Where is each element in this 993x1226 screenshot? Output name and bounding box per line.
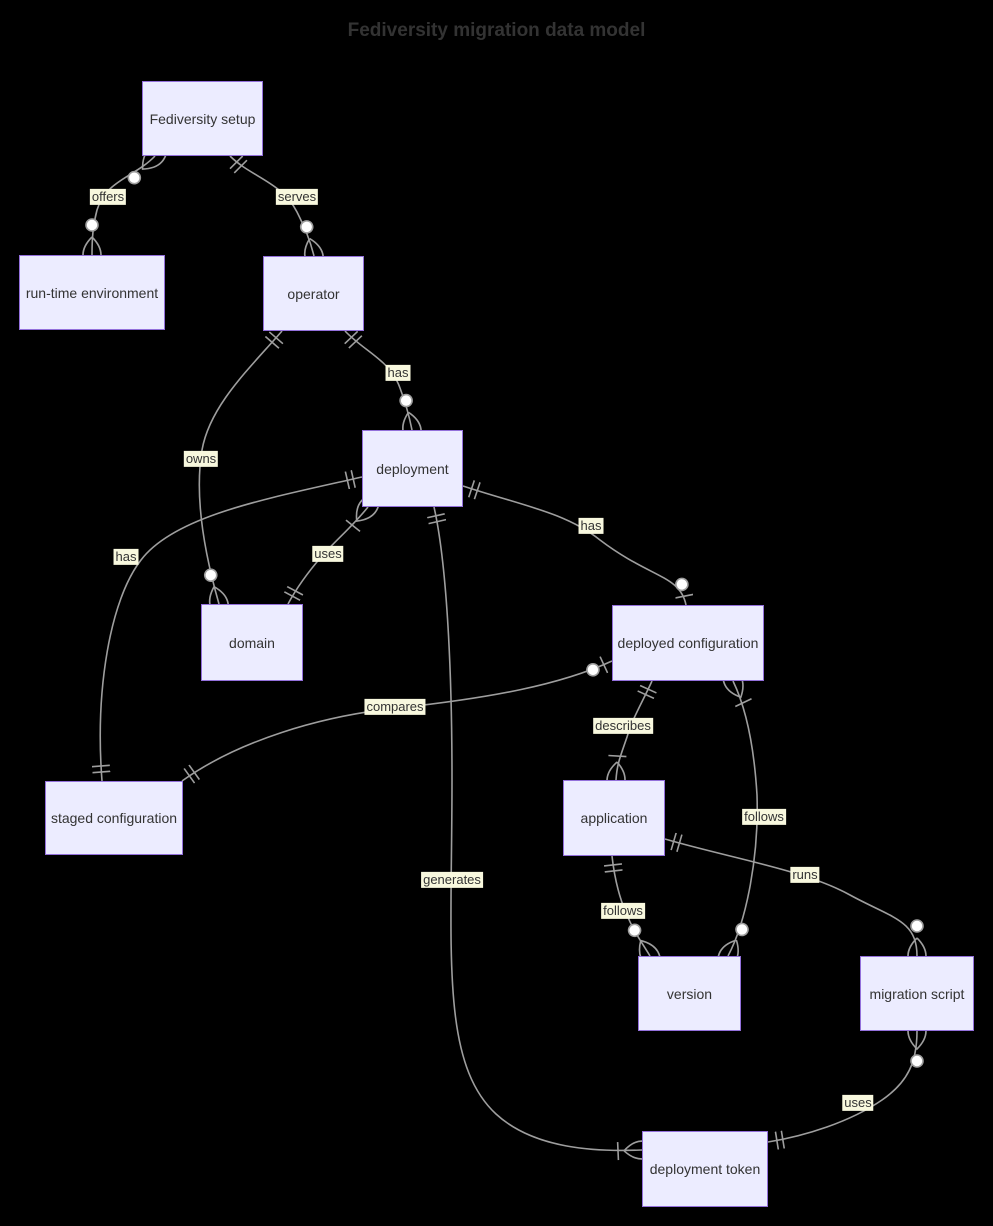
- entity-run-time-environment: run-time environment: [19, 255, 165, 330]
- entity-version: version: [638, 956, 741, 1031]
- edge-label-owns: owns: [183, 450, 219, 468]
- edge-has-deployed-configuration: [462, 480, 694, 606]
- edge-has-deployment: [345, 330, 412, 430]
- edge-offers: [92, 156, 155, 255]
- edge-uses-deployment-token: [767, 1031, 917, 1142]
- entity-label: deployed configuration: [617, 635, 759, 651]
- entity-label: application: [580, 810, 648, 826]
- edge-label-has-deployment: has: [385, 364, 411, 382]
- edge-label-describes: describes: [593, 717, 653, 735]
- edge-has-staged-configuration: [91, 470, 363, 782]
- edge-label-follows-deployed-configuration: follows: [742, 808, 786, 826]
- edge-runs: [664, 839, 917, 956]
- entity-fediversity-setup: Fediversity setup: [142, 81, 263, 156]
- entity-operator: operator: [263, 256, 364, 331]
- entity-label: operator: [287, 285, 340, 302]
- edge-serves: [229, 156, 314, 256]
- edge-label-compares: compares: [364, 698, 426, 716]
- edge-generates: [434, 506, 642, 1150]
- entity-deployment-token: deployment token: [642, 1131, 768, 1207]
- entity-label: version: [666, 985, 713, 1002]
- diagram-title: Fediversity migration data model: [347, 20, 646, 41]
- edge-label-has-staged-configuration: has: [113, 548, 139, 566]
- edge-label-runs: runs: [790, 866, 820, 884]
- entity-label: domain: [229, 634, 275, 651]
- entity-deployed-configuration: deployed configuration: [612, 605, 764, 681]
- edge-label-uses-domain: uses: [312, 545, 344, 563]
- entity-application: application: [563, 780, 665, 856]
- entity-domain: domain: [201, 604, 303, 681]
- entity-migration-script: migration script: [860, 956, 974, 1031]
- entity-label: Fediversity setup: [149, 110, 256, 127]
- entity-staged-configuration: staged configuration: [45, 781, 183, 855]
- edge-label-serves: serves: [275, 188, 319, 206]
- edge-label-uses-deployment-token: uses: [842, 1094, 874, 1112]
- entity-label: staged configuration: [50, 810, 178, 826]
- entity-deployment: deployment: [362, 430, 463, 507]
- entity-label: deployment token: [649, 1161, 761, 1177]
- edge-label-generates: generates: [421, 871, 483, 889]
- entity-label: migration script: [869, 985, 965, 1002]
- edge-owns: [198, 330, 282, 604]
- edge-label-has-deployed-configuration: has: [578, 517, 604, 535]
- edge-label-follows-application: follows: [601, 902, 645, 920]
- entity-label: run-time environment: [25, 284, 159, 301]
- edge-label-offers: offers: [89, 188, 127, 206]
- entity-label: deployment: [376, 460, 449, 477]
